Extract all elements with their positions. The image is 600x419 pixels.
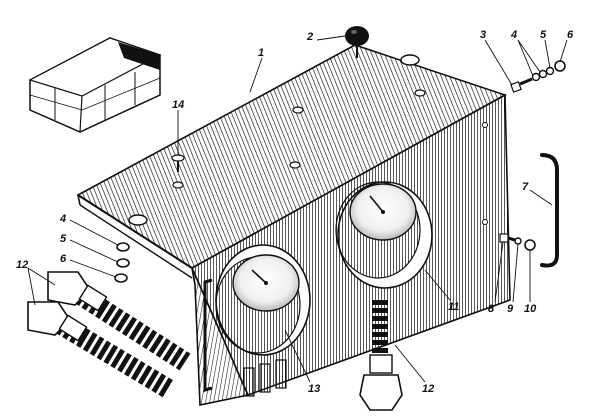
- inset-box-sketch: [28, 37, 162, 133]
- gauge-small: [215, 244, 311, 356]
- callout-14: 14: [172, 99, 184, 111]
- bottom-fittings: [243, 359, 287, 397]
- callout-labels: 1 2 3 4 5 6 7 8 9 10 11 12 13 14 4 5 6 1…: [16, 29, 574, 395]
- callout-2: 2: [306, 31, 313, 43]
- callout-5: 5: [540, 29, 547, 41]
- callout-6: 6: [567, 29, 574, 41]
- callout-4: 4: [510, 29, 517, 41]
- callout-12-left: 12: [16, 259, 28, 271]
- bolt-assembly-upper: [510, 60, 566, 93]
- mounting-holes: [128, 54, 488, 226]
- knob-part: [345, 26, 369, 58]
- washer-stack-left: [114, 242, 130, 283]
- callout-3: 3: [480, 29, 486, 41]
- callout-5-left: 5: [60, 233, 67, 245]
- end-plate-handle: [203, 278, 213, 392]
- callout-13: 13: [308, 383, 320, 395]
- callout-11: 11: [448, 301, 459, 313]
- hose-assembly-left: [27, 271, 191, 399]
- callout-6-left: 6: [60, 253, 67, 265]
- callout-9: 9: [507, 303, 514, 315]
- callout-8: 8: [488, 303, 495, 315]
- callout-1: 1: [258, 47, 264, 59]
- handle-part: [540, 153, 559, 268]
- hose-assembly-bottom: [359, 300, 403, 411]
- callout-7: 7: [522, 181, 529, 193]
- leader-lines: [27, 35, 568, 383]
- callout-12-bottom: 12: [422, 383, 434, 395]
- gauge-large: [335, 181, 433, 289]
- callout-4-left: 4: [59, 213, 66, 225]
- callout-10: 10: [524, 303, 537, 315]
- bolt-assembly-lower: [499, 233, 536, 251]
